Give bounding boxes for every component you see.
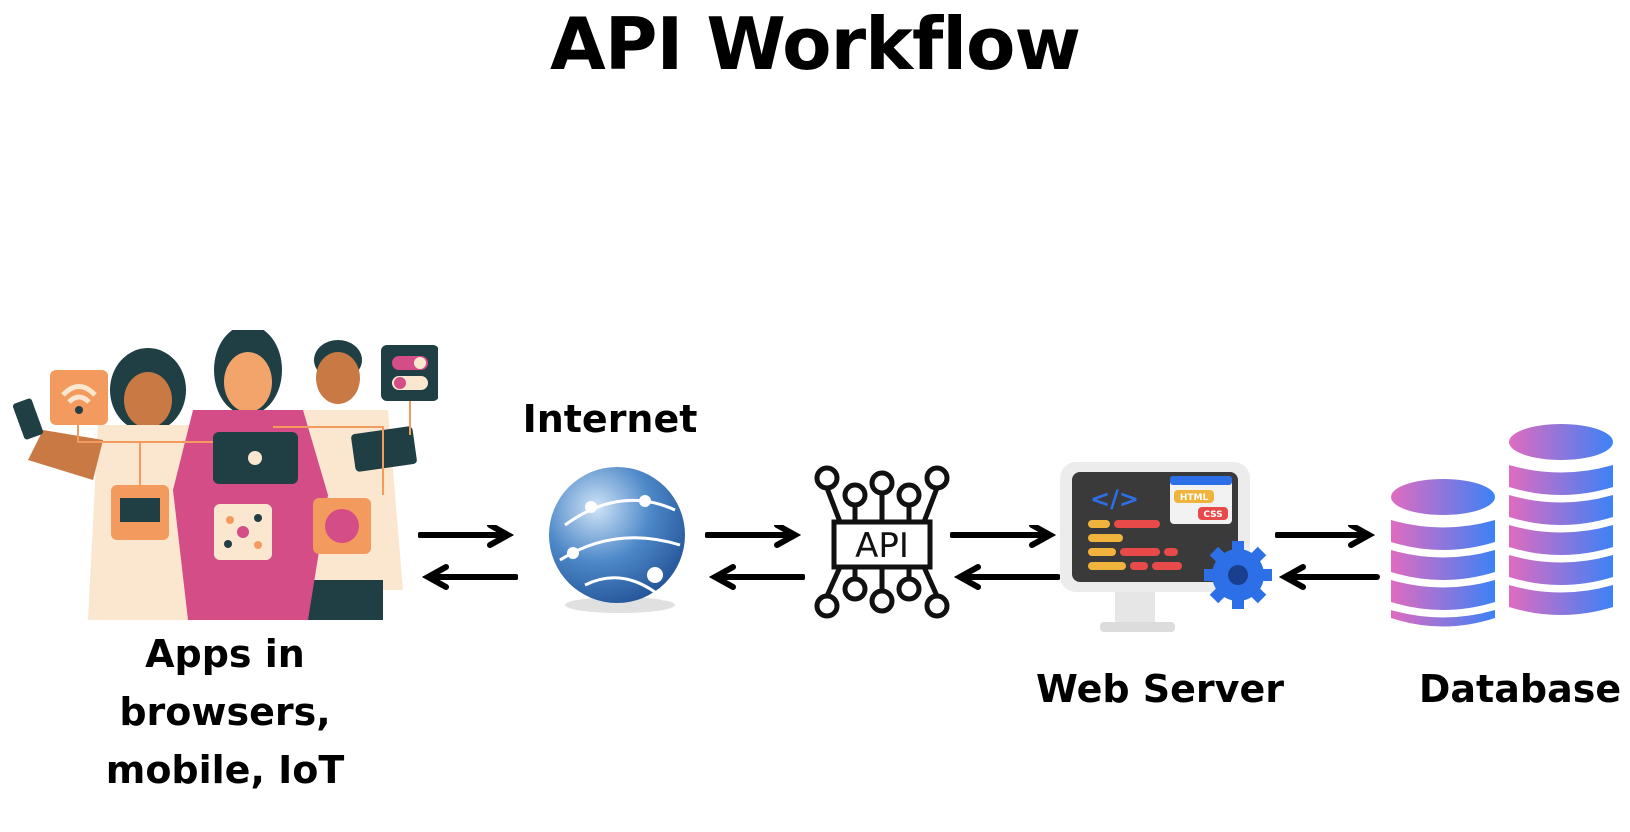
database-icon: [1388, 410, 1623, 635]
clients-label: Apps in browsers, mobile, IoT: [105, 632, 345, 792]
person-center: [173, 330, 328, 620]
api-chip-icon: API: [812, 465, 952, 620]
arrow-pair-clients-internet: [418, 525, 518, 595]
internet-label: Internet: [522, 397, 698, 441]
gear-icon: [1204, 541, 1272, 609]
code-glyph: </>: [1090, 485, 1139, 513]
clients-illustration: [8, 330, 438, 630]
css-badge: CSS: [1203, 510, 1222, 520]
web-server-icon: </> HTML CSS: [1060, 462, 1275, 637]
html-badge: HTML: [1180, 493, 1209, 503]
web-server-label: Web Server: [1036, 667, 1284, 711]
arrow-pair-webserver-database: [1275, 525, 1380, 595]
diagram-title: API Workflow: [549, 2, 1081, 86]
api-chip-text: API: [855, 526, 909, 566]
arrow-pair-internet-api: [705, 525, 805, 595]
database-label: Database: [1418, 667, 1622, 711]
toggle-icon: [381, 345, 438, 401]
phone-icon: [12, 398, 44, 440]
arrow-pair-api-webserver: [950, 525, 1060, 595]
globe-icon: [545, 465, 695, 615]
